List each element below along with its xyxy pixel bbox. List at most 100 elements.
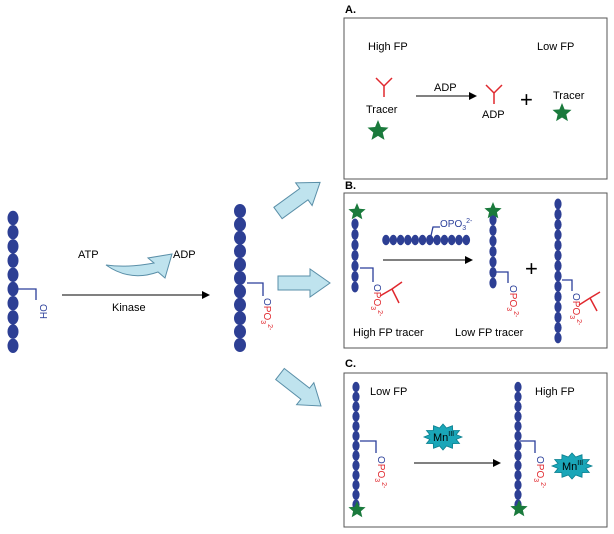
amino-acid-bead (554, 311, 562, 323)
amino-acid-bead (234, 338, 246, 352)
b-right-phospho: OPO32- (568, 293, 582, 326)
b-antibody-left (379, 281, 403, 304)
b-horiz-phospho: OPO32- (440, 218, 473, 232)
amino-acid-bead (554, 280, 562, 292)
oh-label: OH (37, 304, 48, 319)
amino-acid-bead (352, 430, 360, 442)
amino-acid-bead (514, 411, 522, 422)
phospho-linker (247, 282, 264, 296)
panel-b-plus: + (525, 256, 538, 281)
amino-acid-bead (554, 270, 562, 282)
amino-acid-bead (514, 440, 522, 451)
amino-acid-bead (514, 430, 522, 442)
amino-acid-bead (514, 381, 522, 393)
burst-shape (422, 423, 464, 451)
b-horiz-linker (429, 226, 440, 241)
amino-acid-bead (7, 239, 19, 254)
block-arrow-to-b (277, 268, 331, 298)
mn-iii-burst (422, 423, 464, 451)
amino-acid-bead (351, 239, 359, 251)
block-arrow-to-c (274, 367, 322, 407)
b-right-linker (562, 279, 573, 291)
c-left-linker (360, 440, 377, 453)
panel-b-high-fp-tracer: High FP tracer (353, 327, 424, 339)
substrate-peptide-c-left (352, 381, 360, 510)
amino-acid-bead (352, 381, 360, 393)
amino-acid-bead (489, 246, 497, 257)
amino-acid-bead (554, 332, 562, 344)
substrate-peptide (7, 210, 19, 353)
amino-acid-bead (554, 322, 562, 334)
tracer-peptide-left (351, 218, 359, 293)
amino-acid-bead (352, 479, 360, 491)
star-shape (367, 120, 389, 140)
c-left-phospho: OPO32- (373, 456, 387, 489)
star-shape (552, 103, 572, 122)
phospho-label: OPO32- (259, 298, 273, 331)
amino-acid-bead (396, 234, 405, 246)
amino-acid-bead (7, 253, 19, 268)
b-antibody-right (578, 291, 601, 312)
amino-acid-bead (7, 324, 19, 339)
amino-acid-bead (489, 225, 497, 236)
amino-acid-bead (352, 470, 360, 481)
fluorophore-star-b-left (348, 203, 366, 220)
amino-acid-bead (455, 234, 463, 246)
amino-acid-bead (7, 210, 19, 226)
adp-label: ADP (173, 249, 196, 261)
panel-c-low-fp: Low FP (370, 386, 407, 398)
amino-acid-bead (462, 234, 471, 246)
panel-c-high-fp: High FP (535, 386, 575, 398)
tracer-y-left (375, 77, 393, 97)
amino-acid-bead (554, 229, 562, 241)
b-mid-linker (496, 271, 509, 283)
amino-acid-bead (514, 421, 522, 432)
amino-acid-bead (7, 310, 19, 325)
star-shape (484, 202, 502, 219)
amino-acid-bead (554, 291, 562, 303)
panel-c-box (343, 372, 608, 528)
c-right-phospho: OPO32- (532, 456, 546, 489)
amino-acid-bead (351, 250, 359, 261)
amino-acid-bead (234, 297, 246, 312)
amino-acid-bead (234, 204, 246, 218)
mn-iii-burst-bound (550, 452, 594, 480)
panel-a-label: A. (345, 4, 356, 16)
amino-acid-bead (234, 284, 246, 299)
mn-label-right: MnIII (562, 460, 583, 473)
amino-acid-bead (352, 401, 360, 412)
panel-b-label: B. (345, 180, 356, 192)
fluorophore-star-c-right (510, 500, 528, 517)
amino-acid-bead (554, 250, 562, 261)
amino-acid-bead (514, 401, 522, 412)
panel-a-tracer-left: Tracer (366, 104, 398, 116)
amino-acid-bead (554, 208, 562, 220)
block-arrow-to-a (273, 181, 321, 220)
fluorophore-star-a-left (367, 120, 389, 140)
panel-a-tracer-right: Tracer (553, 90, 585, 102)
amino-acid-bead (489, 256, 497, 268)
amino-acid-bead (489, 267, 497, 278)
amino-acid-bead (7, 296, 19, 311)
amino-acid-bead (351, 260, 359, 272)
mn-label-mid: MnIII (433, 431, 454, 444)
amino-acid-bead (352, 391, 360, 402)
fluorophore-star-c-left (348, 501, 366, 518)
amino-acid-bead (234, 230, 246, 245)
amino-acid-bead (7, 281, 19, 297)
panel-a-low-fp: Low FP (537, 41, 574, 53)
amino-acid-bead (234, 324, 246, 339)
amino-acid-bead (382, 234, 390, 246)
amino-acid-bead (554, 301, 562, 313)
burst-shape (550, 452, 594, 480)
amino-acid-bead (554, 219, 562, 231)
amino-acid-bead (440, 234, 449, 246)
amino-acid-bead (514, 450, 522, 461)
amino-acid-bead (389, 234, 398, 246)
panel-a-box (343, 17, 608, 180)
kinase-label: Kinase (112, 302, 146, 314)
competitor-phosphopeptide (382, 234, 471, 246)
amino-acid-bead (351, 281, 359, 293)
amino-acid-bead (514, 460, 522, 471)
star-shape (348, 203, 366, 220)
